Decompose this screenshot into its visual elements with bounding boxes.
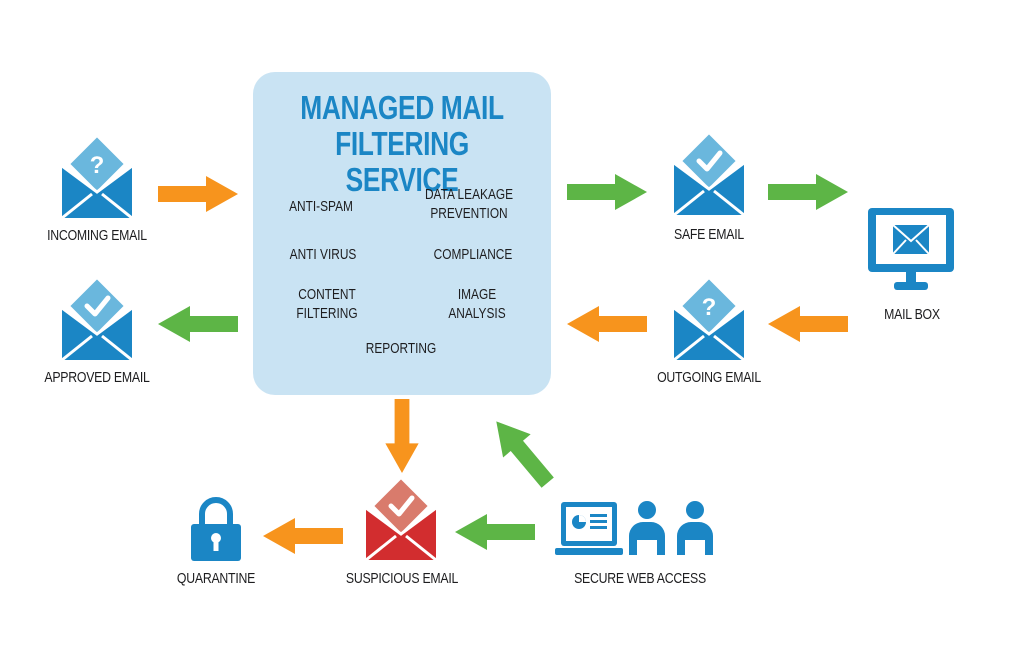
envelope-check-red-icon: [366, 478, 436, 560]
user-icon: [677, 501, 713, 555]
managed-mail-filtering-service-box: MANAGED MAIL FILTERING SERVICE ANTI-SPAM…: [253, 72, 551, 395]
mail-box-label: MAIL BOX: [884, 306, 940, 323]
safe-email-label: SAFE EMAIL: [673, 226, 745, 243]
user-icon: [629, 501, 665, 555]
arrow-incoming-to-service: [158, 176, 238, 212]
envelope-question-icon: [62, 136, 132, 218]
padlock-icon: [191, 497, 241, 561]
service-title: MANAGED MAIL FILTERING SERVICE: [283, 90, 521, 198]
feature-anti-virus: ANTI VIRUS: [289, 247, 357, 263]
monitor-mail-icon: [868, 208, 954, 290]
arrow-secure-web-to-suspicious: [455, 514, 535, 550]
arrow-secure-web-to-service: [477, 404, 566, 501]
feature-reporting: REPORTING: [365, 341, 437, 357]
envelope-check-icon: [62, 278, 132, 360]
arrow-mailbox-to-outgoing: [768, 306, 848, 342]
feature-anti-spam: ANTI-SPAM: [289, 199, 353, 215]
service-title-line1: MANAGED MAIL: [300, 89, 504, 126]
arrow-outgoing-to-service: [567, 306, 647, 342]
arrow-service-to-safe: [567, 174, 647, 210]
envelope-check-icon: [674, 133, 744, 215]
laptop-icon: [555, 502, 623, 555]
incoming-email-label: INCOMING EMAIL: [47, 227, 147, 244]
suspicious-email-label: SUSPICIOUS EMAIL: [345, 570, 459, 587]
approved-email-label: APPROVED EMAIL: [44, 369, 150, 386]
feature-compliance: COMPLIANCE: [433, 247, 513, 263]
arrow-suspicious-to-quarantine: [263, 518, 343, 554]
service-title-line2: FILTERING SERVICE: [335, 125, 469, 198]
quarantine-label: QUARANTINE: [176, 570, 256, 587]
envelope-question-icon: [674, 278, 744, 360]
arrow-service-to-suspicious: [384, 399, 420, 473]
laptop-users-icon: [555, 501, 713, 555]
arrow-safe-to-mailbox: [768, 174, 848, 210]
secure-web-access-label: SECURE WEB ACCESS: [574, 570, 706, 587]
arrow-service-to-approved: [158, 306, 238, 342]
outgoing-email-label: OUTGOING EMAIL: [657, 369, 761, 386]
